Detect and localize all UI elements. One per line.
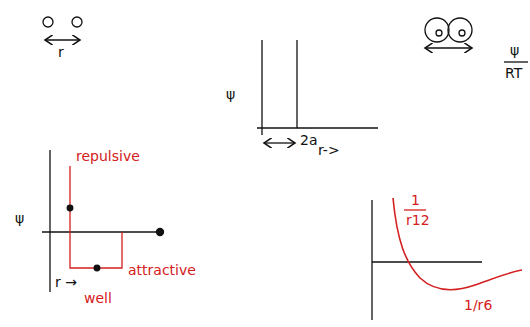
distance-label: r [58,44,64,60]
fraction-denominator: RT [505,65,522,81]
fraction-numerator: 1 [411,192,420,208]
large-molecules [425,18,528,62]
axis-label: r-> [318,142,340,158]
hard-sphere-plot [257,40,378,143]
region-label: repulsive [76,148,140,164]
dimension-label: 2a [300,132,318,148]
axis-label: ψ [226,86,235,102]
region-label: well [84,290,112,306]
fraction-numerator: ψ [510,42,519,58]
term-label: 1/r6 [464,297,492,313]
fraction-denominator: r12 [406,212,430,228]
region-label: attractive [128,262,196,278]
small-molecules [43,17,82,40]
axis-label: ψ [15,210,24,226]
lennard-jones-plot [372,198,522,320]
axis-label: r → [55,274,77,290]
